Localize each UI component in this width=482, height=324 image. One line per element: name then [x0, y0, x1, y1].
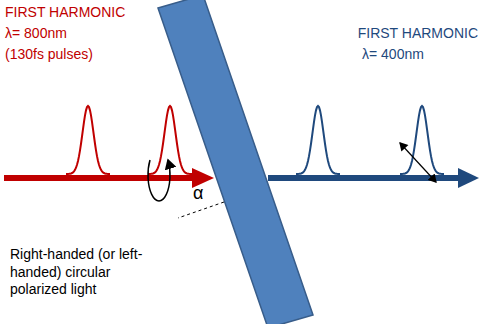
- beam-title: FIRST HARMONIC: [358, 25, 478, 43]
- red-pulse: [148, 106, 192, 174]
- crystal-slab: [158, 0, 313, 324]
- rotation-arrow: [148, 160, 170, 201]
- polarization-arrow: [400, 143, 436, 182]
- red-beam: [4, 175, 196, 181]
- blue-pulse: [400, 106, 444, 174]
- angle-label: α: [193, 182, 203, 205]
- beam-title: FIRST HARMONIC: [5, 4, 125, 22]
- blue-pulse: [296, 106, 340, 174]
- red-pulse: [66, 106, 110, 174]
- wavelength-label: λ= 400nm: [362, 46, 424, 64]
- blue-arrowhead: [458, 168, 479, 188]
- polarization-note: Right-handed (or left-handed) circular p…: [10, 246, 160, 299]
- surface-normal: [178, 202, 224, 218]
- wavelength-label: λ= 800nm: [5, 25, 67, 43]
- pulse-duration-label: (130fs pulses): [5, 46, 93, 64]
